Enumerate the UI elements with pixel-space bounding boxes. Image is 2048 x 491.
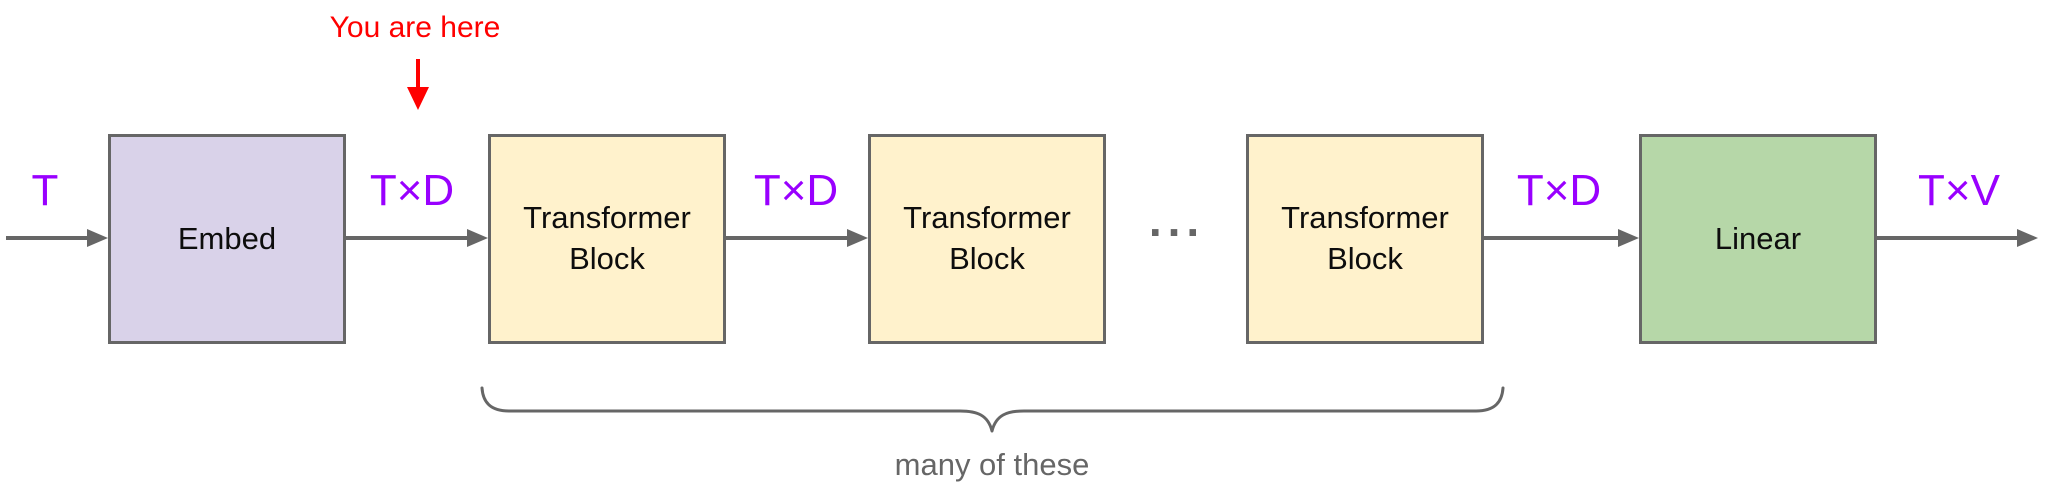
linear-box: Linear <box>1639 134 1877 344</box>
transformer-block-2-label: Transformer Block <box>903 200 1071 276</box>
embed-box-label: Embed <box>177 220 277 256</box>
linear-box-label: Linear <box>1714 220 1802 256</box>
transformer-block-2-box: Transformer Block <box>868 134 1106 344</box>
output-shape-label: T×V <box>1918 166 2000 215</box>
brace-label: many of these <box>894 447 1090 482</box>
input-arrow <box>6 229 108 247</box>
arrow-shaft <box>1877 236 2023 240</box>
arrowhead-icon <box>87 229 108 247</box>
arrow-shaft <box>345 236 473 240</box>
you-are-here-arrow <box>416 59 420 88</box>
transformer-block-3-label: Transformer Block <box>1281 200 1449 276</box>
output-arrow <box>1877 229 2038 247</box>
ellipsis-dots: ... <box>1148 194 1206 246</box>
block-output-shape-label: T×D <box>753 166 839 215</box>
embed-output-shape-label: T×D <box>369 166 455 215</box>
block3-to-linear-arrow <box>1484 229 1639 247</box>
input-shape-label: T <box>31 166 59 215</box>
arrowhead-icon <box>847 229 868 247</box>
arrowhead-icon <box>1618 229 1639 247</box>
arrow-shaft <box>6 236 93 240</box>
block1-to-block2-arrow <box>726 229 868 247</box>
last-block-output-shape-label: T×D <box>1516 166 1602 215</box>
arrowhead-icon <box>467 229 488 247</box>
you-are-here-label: You are here <box>329 11 501 44</box>
transformer-block-1-label: Transformer Block <box>523 200 691 276</box>
you-are-here-arrowhead-icon <box>407 87 429 110</box>
arrow-shaft <box>1484 236 1624 240</box>
transformer-block-1-box: Transformer Block <box>488 134 726 344</box>
embed-box: Embed <box>108 134 346 344</box>
embed-to-block1-arrow <box>345 229 488 247</box>
arrow-shaft <box>726 236 853 240</box>
arrowhead-icon <box>2017 229 2038 247</box>
transformer-block-3-box: Transformer Block <box>1246 134 1484 344</box>
